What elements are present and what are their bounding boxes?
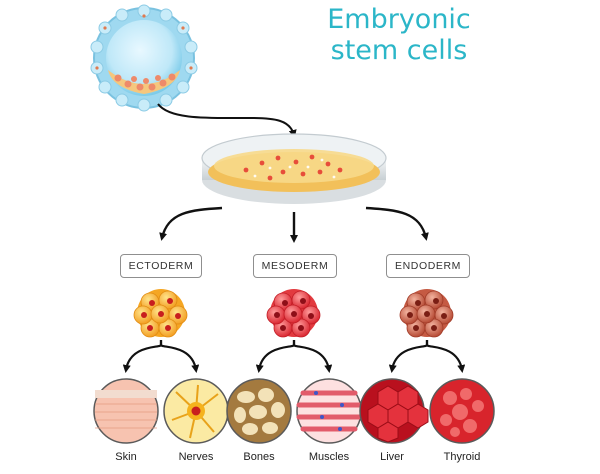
muscle-tissue-icon <box>296 378 362 444</box>
diagram-title: Embryonic stem cells <box>314 4 484 66</box>
germ-layer-label-mesoderm: MESODERM <box>253 254 337 278</box>
bone-tissue-icon <box>226 378 292 444</box>
ectoderm-cell-cluster-icon <box>133 289 188 338</box>
endoderm-cell-cluster-icon <box>399 289 454 338</box>
tissue-label-skin: Skin <box>115 451 137 463</box>
nerve-cell-icon <box>163 378 229 444</box>
tissue-label-liver: Liver <box>380 451 404 463</box>
blastocyst-icon <box>90 4 198 112</box>
skin-tissue-icon <box>93 378 159 444</box>
petri-dish-icon <box>201 133 387 204</box>
germ-layer-label-ectoderm: ECTODERM <box>120 254 202 278</box>
title-line-2: stem cells <box>330 35 468 66</box>
mesoderm-cell-cluster-icon <box>266 289 321 338</box>
tissue-label-nerves: Nerves <box>178 451 214 463</box>
title-line-1: Embryonic <box>327 4 471 35</box>
liver-tissue-icon <box>359 378 429 444</box>
tissue-label-bones: Bones <box>243 451 275 463</box>
germ-layer-label-endoderm: ENDODERM <box>386 254 470 278</box>
thyroid-tissue-icon <box>429 378 495 444</box>
tissue-label-muscles: Muscles <box>308 451 350 463</box>
tissue-label-thyroid: Thyroid <box>443 451 481 463</box>
